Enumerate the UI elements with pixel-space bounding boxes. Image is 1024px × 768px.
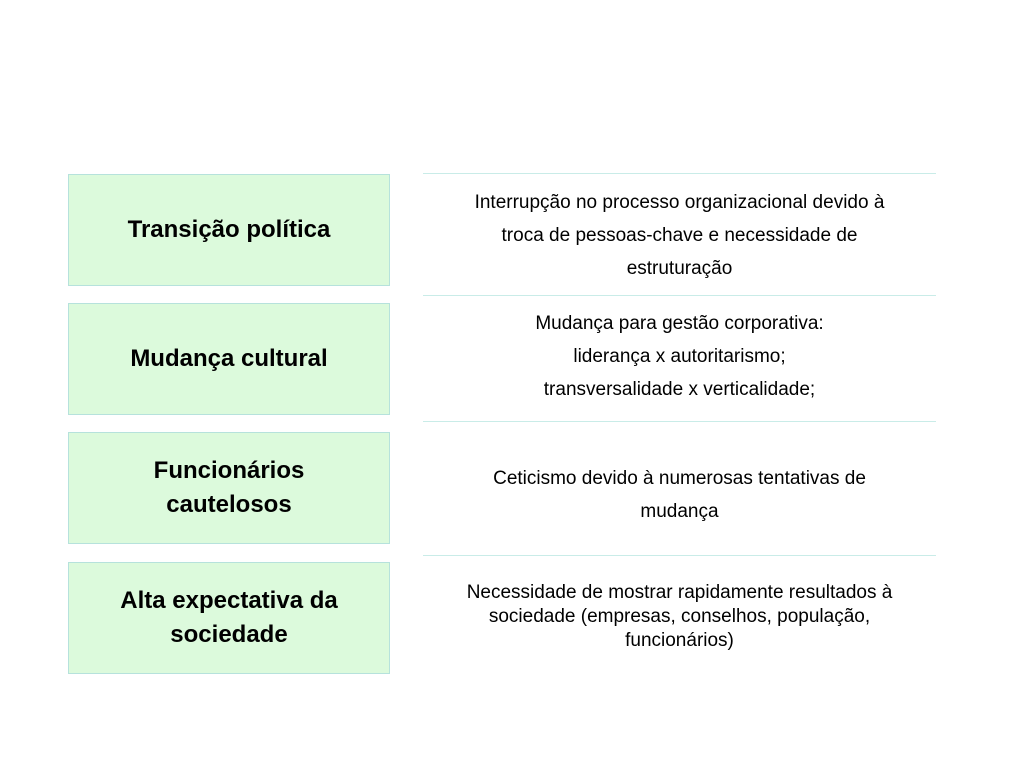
divider-line — [423, 421, 936, 422]
label-box-funcionarios-cautelosos: Funcionários cautelosos — [68, 432, 390, 544]
label-text: Mudança cultural — [130, 345, 328, 372]
description-mudanca-cultural: Mudança para gestão corporativa: lideran… — [418, 307, 941, 406]
description-line: mudança — [640, 501, 719, 522]
divider-line — [423, 295, 936, 296]
label-box-transicao-politica: Transição política — [68, 174, 390, 286]
description-transicao-politica: Interrupção no processo organizacional d… — [418, 186, 941, 285]
description-line: sociedade (empresas, conselhos, populaçã… — [488, 606, 871, 627]
label-text: Transição política — [127, 216, 331, 243]
description-alta-expectativa: Necessidade de mostrar rapidamente resul… — [418, 581, 941, 653]
divider-line — [423, 555, 936, 556]
description-funcionarios-cautelosos: Ceticismo devido à numerosas tentativas … — [418, 462, 941, 528]
label-box-mudanca-cultural: Mudança cultural — [68, 303, 390, 415]
description-line: troca de pessoas-chave e necessidade de — [501, 225, 858, 246]
label-text: Funcionários cautelosos — [153, 457, 305, 518]
label-box-alta-expectativa: Alta expectativa da sociedade — [68, 562, 390, 674]
label-text: Alta expectativa da sociedade — [120, 587, 338, 648]
divider-line — [423, 173, 936, 174]
description-line: estruturação — [626, 258, 733, 279]
description-line: Interrupção no processo organizacional d… — [474, 192, 885, 213]
description-line: funcionários) — [625, 630, 734, 651]
description-line: Necessidade de mostrar rapidamente resul… — [466, 582, 893, 603]
description-line: transversalidade x verticalidade; — [543, 379, 816, 400]
description-line: liderança x autoritarismo; — [573, 346, 786, 367]
description-line: Mudança para gestão corporativa: — [535, 313, 824, 334]
description-line: Ceticismo devido à numerosas tentativas … — [493, 468, 866, 489]
